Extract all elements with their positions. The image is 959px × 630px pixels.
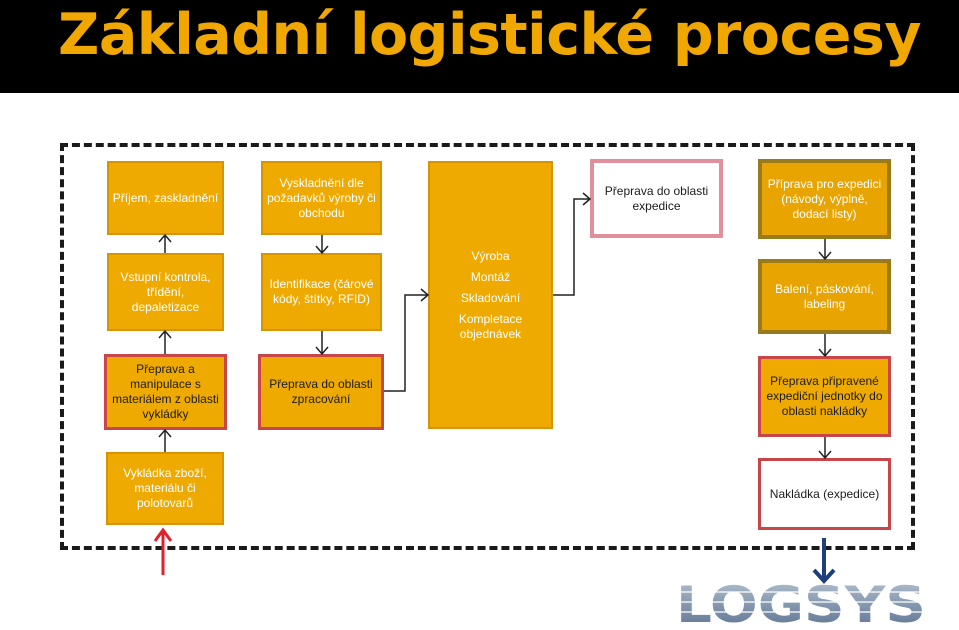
- incoming-arrow: [153, 527, 173, 575]
- arrow-down-4: [818, 334, 832, 358]
- box-prijem: Příjem, zaskladnění: [107, 161, 224, 235]
- arrow-up-2: [158, 329, 172, 354]
- title-bar: Základní logistické procesy: [0, 0, 959, 93]
- box-identifikace: Identifikace (čárové kódy, štítky, RFID): [261, 253, 382, 331]
- box-preprava-vykladky: Přeprava a manipulace s materiálem z obl…: [104, 354, 227, 430]
- arrow-down-2: [315, 331, 329, 356]
- arrow-to-center: [384, 288, 430, 392]
- process-boundary: [60, 143, 915, 550]
- box-preprava-zpracovani: Přeprava do oblasti zpracování: [258, 354, 384, 430]
- arrow-to-expedice: [553, 192, 592, 296]
- center-line-kompletace: Kompletace objednávek: [458, 311, 523, 341]
- arrow-down-5: [818, 437, 832, 460]
- box-nakladka: Nakládka (expedice): [758, 458, 891, 530]
- arrow-down-3: [818, 239, 832, 261]
- page-title: Základní logistické procesy: [58, 2, 922, 68]
- box-vyskladneni: Vyskladnění dle požadavků výroby či obch…: [261, 161, 382, 235]
- outgoing-arrow: [812, 538, 836, 584]
- arrow-up-1: [158, 233, 172, 253]
- logo-text: LOGSYS: [676, 578, 926, 628]
- center-line-montaz: Montáž: [470, 269, 511, 284]
- arrow-down-1: [315, 235, 329, 255]
- box-vykladka: Vykládka zboží, materiálu či polotovarů: [106, 452, 224, 525]
- box-preprava-expedice: Přeprava do oblasti expedice: [590, 159, 723, 238]
- center-line-skladovani: Skladování: [460, 290, 521, 305]
- box-center-processes: Výroba Montáž Skladování Kompletace obje…: [428, 161, 553, 429]
- box-preprava-jednotky: Přeprava připravené expediční jednotky d…: [758, 356, 891, 437]
- box-baleni: Balení, páskování, labeling: [758, 259, 891, 334]
- logsys-logo: LOGSYS: [672, 578, 930, 628]
- box-priprava-expedice: Příprava pro expedici (návody, výplně, d…: [758, 159, 891, 239]
- arrow-up-3: [158, 428, 172, 452]
- center-line-vyroba: Výroba: [471, 248, 510, 263]
- box-vstupni-kontrola: Vstupní kontrola, třídění, depaletizace: [107, 253, 224, 331]
